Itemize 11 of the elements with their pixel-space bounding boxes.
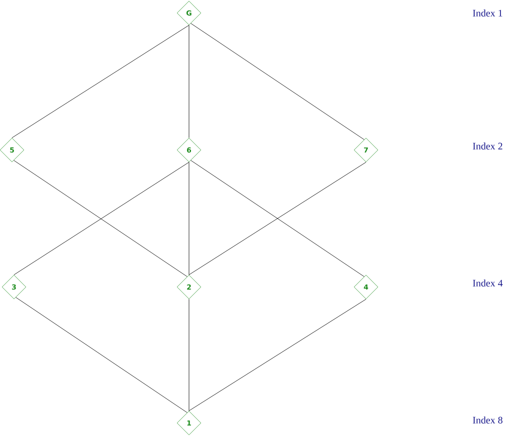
index-label: Index 2: [472, 142, 502, 150]
connector-line: [188, 298, 366, 412]
index-label: Index 8: [472, 416, 502, 424]
connector-line: [12, 24, 190, 138]
connector-line: [188, 298, 190, 412]
connector-line: [16, 297, 188, 413]
index-label: Index 4: [472, 279, 503, 286]
connector-line: [188, 24, 190, 138]
index-label: Index 1: [472, 9, 502, 17]
connector-line: [190, 23, 364, 140]
connector-line: [188, 162, 190, 276]
